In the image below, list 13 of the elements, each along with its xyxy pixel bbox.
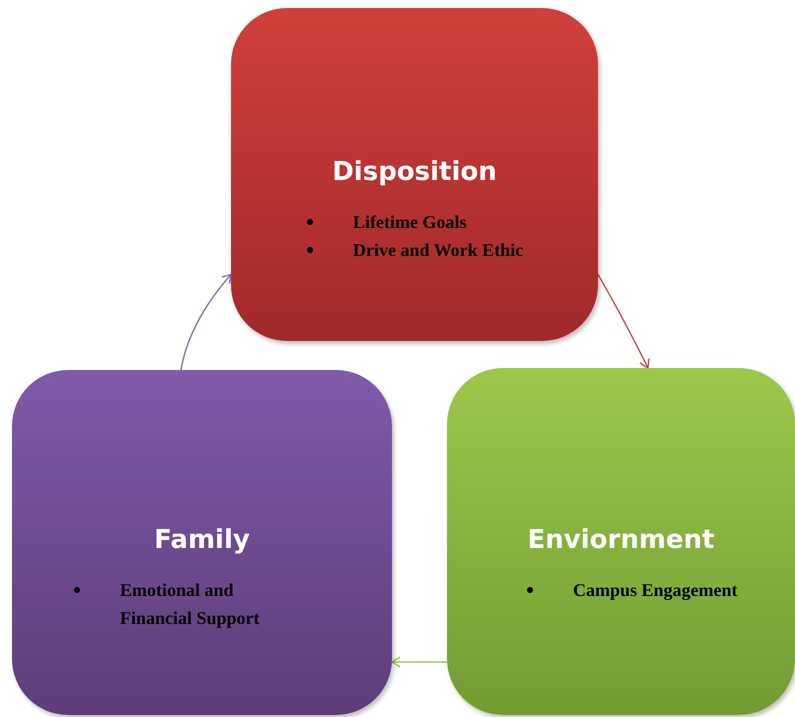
rounded-box <box>12 370 392 715</box>
bullet-text: Campus Engagement <box>573 579 738 602</box>
rounded-box <box>447 368 795 715</box>
bullet-text: Drive and Work Ethic <box>353 239 524 262</box>
box-heading: Family <box>154 525 250 555</box>
rounded-box <box>231 8 598 341</box>
box-heading: Disposition <box>332 157 497 187</box>
curved-arrow <box>180 274 232 370</box>
curved-arrow <box>597 274 650 369</box>
curved-arrow <box>391 656 447 668</box>
box-heading: Enviornment <box>528 525 714 555</box>
bullet-text: Lifetime Goals <box>353 211 466 234</box>
bullet-text: Emotional and Financial Support <box>120 579 261 630</box>
